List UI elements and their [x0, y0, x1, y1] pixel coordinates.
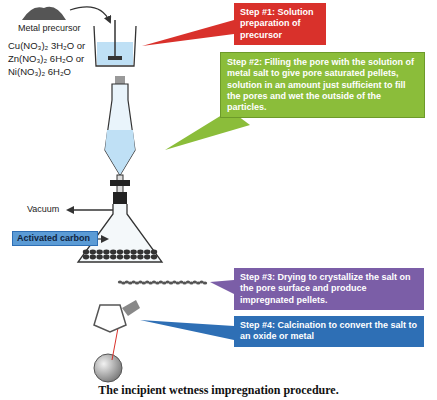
impregnated-pellets	[118, 280, 207, 284]
magnifier	[94, 305, 126, 332]
material-name: Metal precursor	[18, 23, 81, 34]
pellets	[83, 250, 157, 260]
box-text: Activated carbon	[17, 233, 93, 244]
funnel-solution	[105, 130, 135, 175]
caption: The incipient wetness impregnation proce…	[0, 383, 437, 398]
callout-tail	[142, 20, 234, 46]
step-box: Step #2: Filling the pore with the solut…	[220, 52, 425, 118]
flask-bung	[113, 192, 127, 204]
powder-pile	[22, 7, 66, 20]
box-text: Step #2: Filling the pore with the solut…	[227, 57, 418, 113]
box-text: Step #3: Drying to crystallize the salt …	[240, 272, 418, 306]
stirrer-blade	[108, 56, 122, 60]
callout-tail	[210, 280, 234, 294]
chemical-formula: Ni(NO₃)₂ 6H₂O	[8, 66, 71, 77]
step-box: Step #1: Solution preparation of precurs…	[234, 3, 326, 45]
stirrer	[114, 20, 116, 58]
magnifier-handle	[122, 300, 140, 316]
step-box: Step #4: Calcination to convert the salt…	[234, 316, 424, 347]
zoom-line	[112, 328, 118, 360]
box-text: Step #1: Solution preparation of precurs…	[240, 7, 320, 41]
port-label: Vacuum	[26, 204, 60, 215]
vacuum-line	[68, 209, 113, 210]
pellet-sphere	[94, 354, 122, 382]
chemical-formula: Zn(NO₃)₂ 6H₂O or	[8, 53, 84, 64]
chemical-formula: Cu(NO₃)₂ 3H₂O or	[8, 40, 85, 51]
box-text: Step #4: Calcination to convert the salt…	[240, 320, 418, 343]
stopper	[115, 76, 125, 84]
step-box: Step #3: Drying to crystallize the salt …	[234, 268, 424, 310]
stopcock	[110, 180, 130, 186]
material-label-box: Activated carbon	[12, 231, 98, 246]
callout-tail	[140, 320, 234, 340]
leader-arrow	[98, 238, 107, 239]
funnel	[105, 84, 135, 175]
transfer-arrow	[70, 7, 110, 22]
